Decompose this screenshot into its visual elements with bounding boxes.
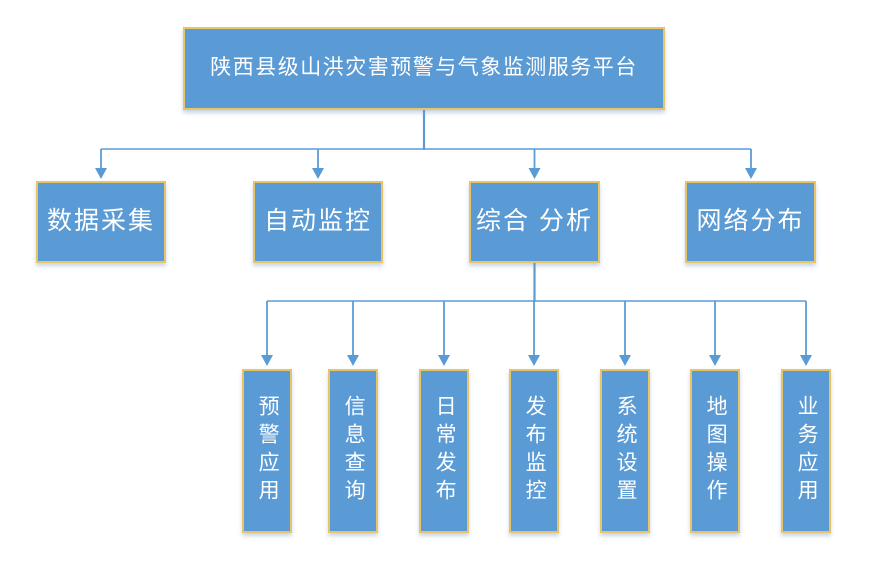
node-info-query: 信息查询 bbox=[328, 369, 378, 533]
connector-analysis-to-level3 bbox=[261, 263, 812, 366]
node-network-distribution: 网络分布 bbox=[685, 181, 816, 263]
node-business-application: 业务应用 bbox=[781, 369, 831, 533]
connector-root-to-level2 bbox=[95, 110, 757, 179]
node-daily-release: 日常发布 bbox=[419, 369, 469, 533]
node-comprehensive-analysis: 综合 分析 bbox=[469, 181, 600, 263]
node-platform-root: 陕西县级山洪灾害预警与气象监测服务平台 bbox=[183, 27, 665, 110]
node-auto-monitoring: 自动监控 bbox=[253, 181, 383, 263]
node-system-settings: 系统设置 bbox=[600, 369, 650, 533]
node-warning-application: 预警应用 bbox=[242, 369, 292, 533]
node-data-collection: 数据采集 bbox=[36, 181, 166, 263]
node-map-operations: 地图操作 bbox=[690, 369, 740, 533]
node-release-monitoring: 发布监控 bbox=[509, 369, 559, 533]
